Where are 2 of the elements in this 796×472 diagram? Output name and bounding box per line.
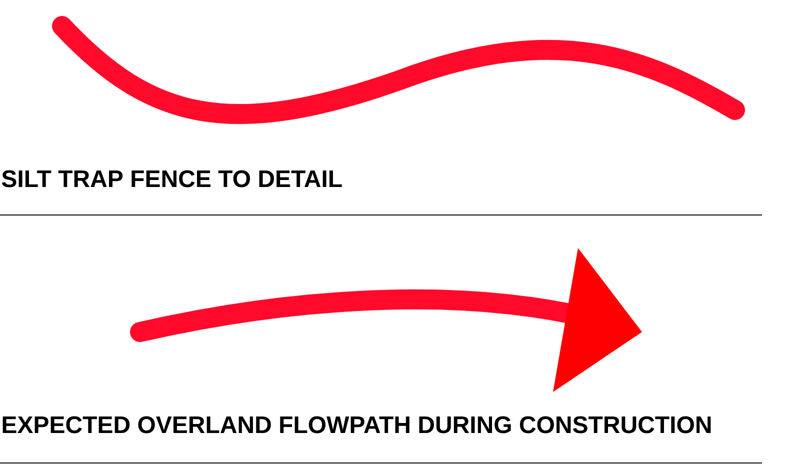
legend-text: EXPECTED OVERLAND FLOWPATH DURING CONSTRUCTION	[2, 416, 711, 434]
legend-text: SILT TRAP FENCE TO DETAIL	[2, 170, 342, 188]
